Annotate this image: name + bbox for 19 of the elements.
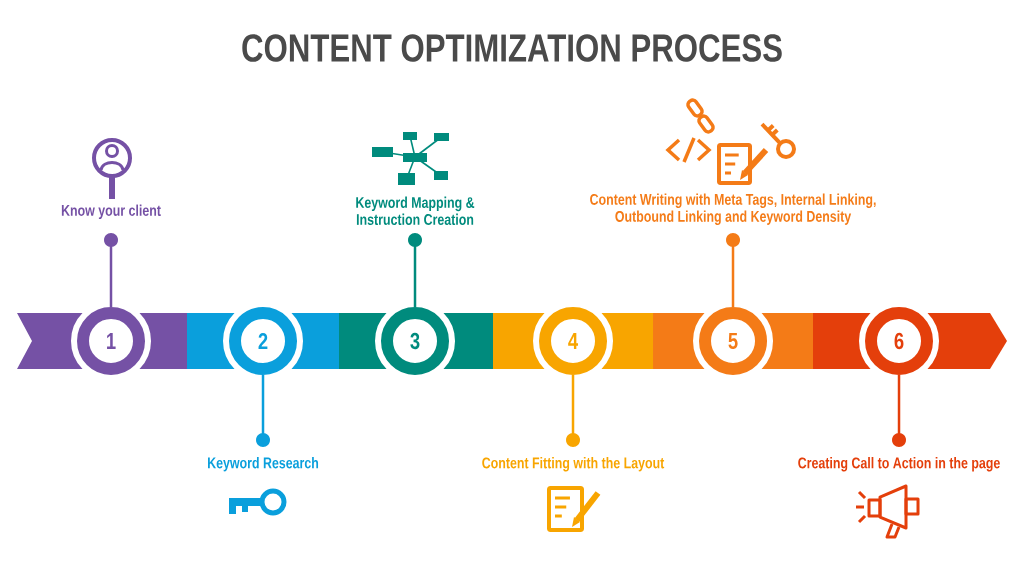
node-label: 5 bbox=[728, 332, 738, 350]
node-label: 4 bbox=[568, 333, 579, 349]
step-label: Keyword Research bbox=[208, 457, 319, 472]
title: CONTENT OPTIMIZATION PROCESS bbox=[242, 34, 782, 62]
leader-line bbox=[566, 375, 580, 447]
leader-line bbox=[104, 233, 118, 307]
node-label: 1 bbox=[107, 333, 116, 349]
step-label: Keyword Mapping & Instruction Creation bbox=[356, 196, 475, 225]
step-label: Creating Call to Action in the page bbox=[798, 457, 1000, 472]
step-label: Know your client bbox=[61, 204, 161, 219]
leader-line bbox=[892, 375, 906, 447]
step-label: Content Fitting with the Layout bbox=[482, 457, 665, 472]
node-label: 6 bbox=[894, 332, 904, 350]
leader-line bbox=[726, 233, 740, 307]
node-label: 3 bbox=[410, 332, 420, 350]
node-label: 2 bbox=[258, 332, 268, 350]
leader-line bbox=[408, 233, 422, 307]
step-label: Content Writing with Meta Tags, Internal Linking, Outbound Linking and Keyword Density bbox=[590, 193, 876, 225]
leader-line bbox=[256, 375, 270, 447]
